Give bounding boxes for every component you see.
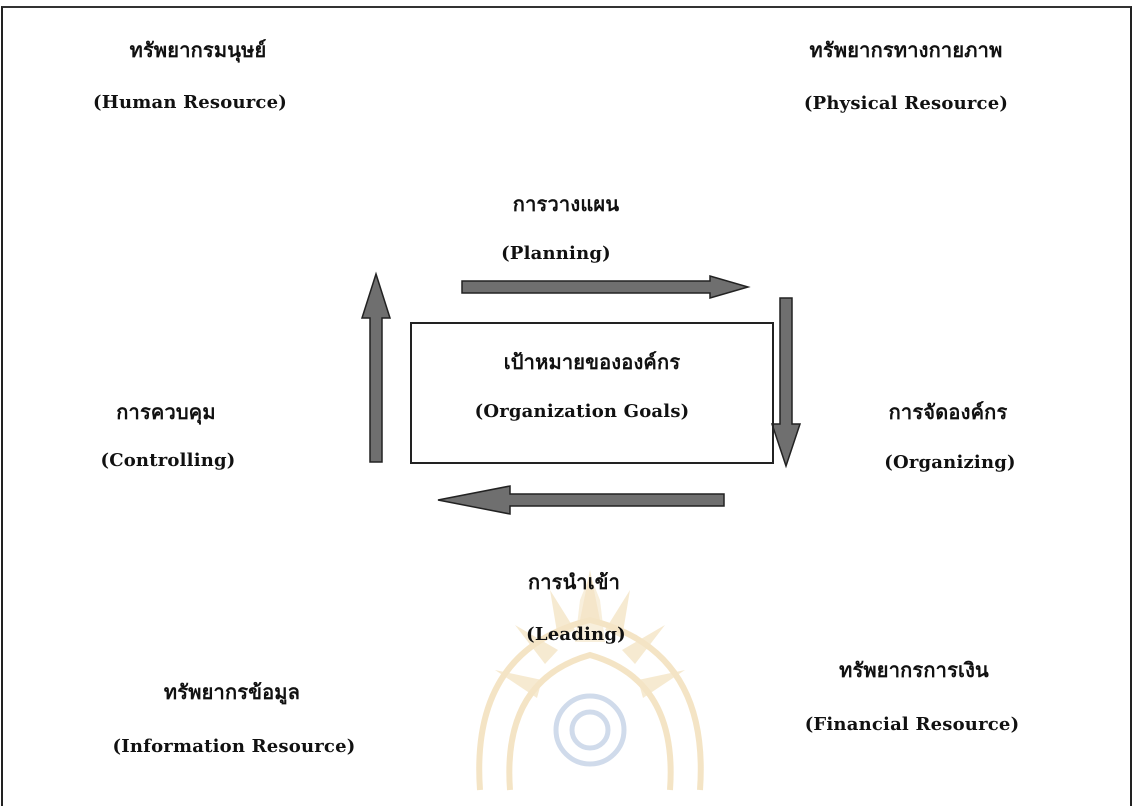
organizing-english: (Organizing) xyxy=(884,452,1016,473)
center-thai-label: เป้าหมายขององค์กร xyxy=(503,350,681,374)
university-seal-watermark xyxy=(476,570,704,791)
planning-thai: การวางแผน xyxy=(512,192,620,216)
financial-resource-thai: ทรัพยากรการเงิน xyxy=(839,658,989,682)
organizing-thai: การจัดองค์กร xyxy=(888,400,1008,424)
human-resource-english: (Human Resource) xyxy=(93,92,287,113)
leading-thai: การนำเข้า xyxy=(527,570,621,594)
diagram-frame xyxy=(1,6,1132,806)
center-english-label: (Organization Goals) xyxy=(474,401,690,422)
controlling-arrow xyxy=(360,271,392,463)
planning-english: (Planning) xyxy=(501,243,611,264)
controlling-english: (Controlling) xyxy=(100,450,236,471)
controlling-thai: การควบคุม xyxy=(116,400,216,424)
organizing-arrow xyxy=(770,297,802,469)
leading-arrow xyxy=(437,485,725,515)
planning-arrow xyxy=(461,275,751,299)
information-resource-thai: ทรัพยากรข้อมูล xyxy=(163,680,301,704)
human-resource-thai: ทรัพยากรมนุษย์ xyxy=(129,38,267,62)
information-resource-english: (Information Resource) xyxy=(112,736,356,757)
physical-resource-english: (Physical Resource) xyxy=(803,93,1009,114)
leading-english: (Leading) xyxy=(526,624,626,645)
financial-resource-english: (Financial Resource) xyxy=(804,714,1020,735)
organization-goals-box xyxy=(410,322,774,464)
physical-resource-thai: ทรัพยากรทางกายภาพ xyxy=(809,38,1003,62)
